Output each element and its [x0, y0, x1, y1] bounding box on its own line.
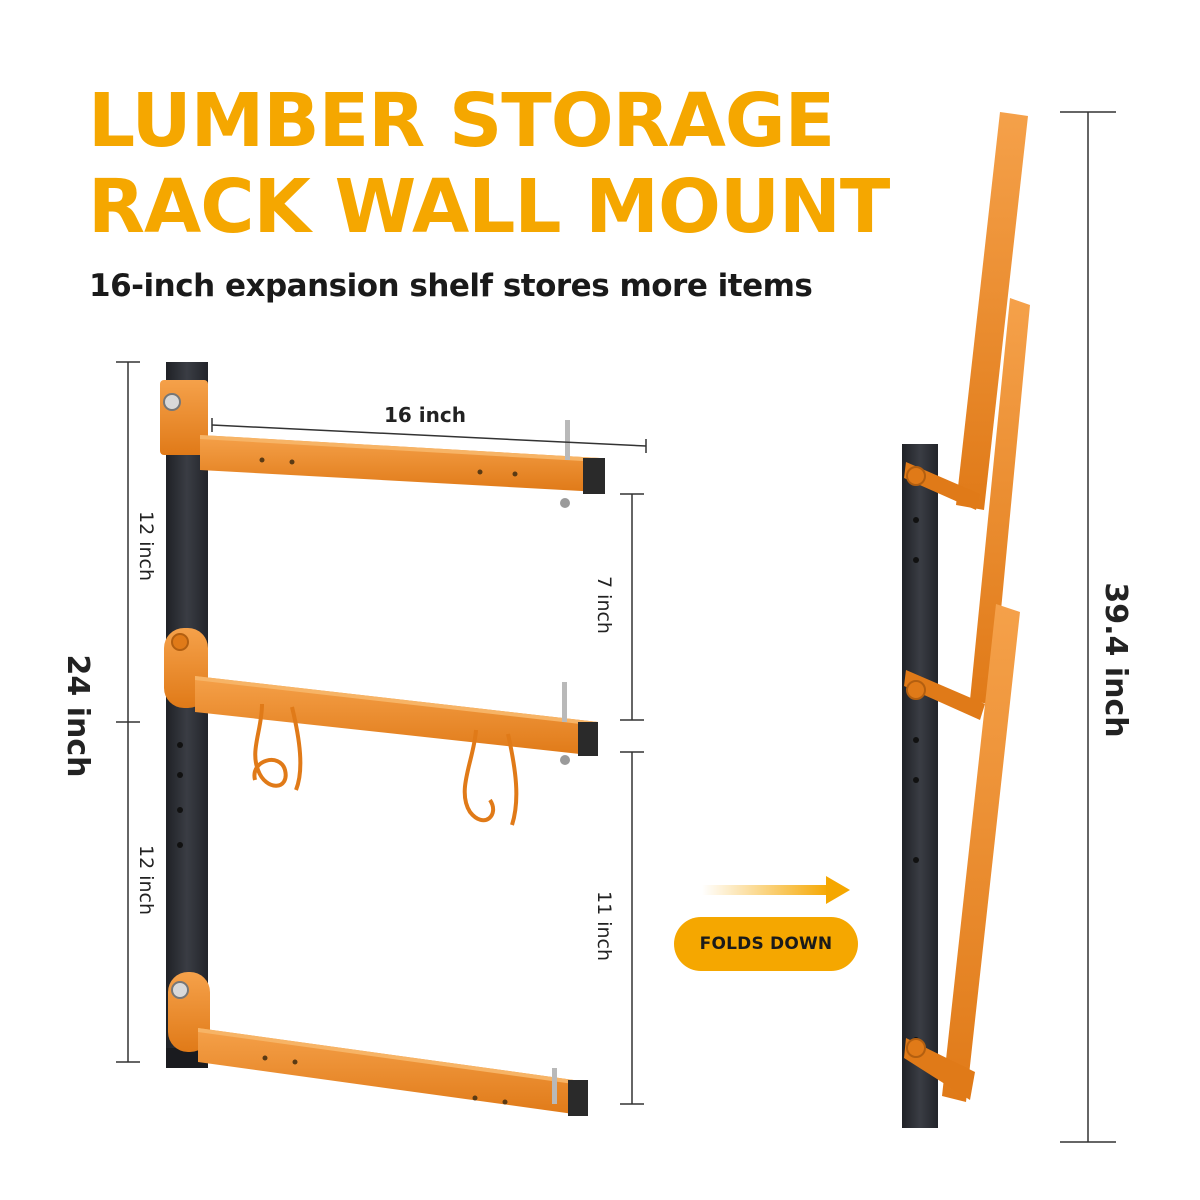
folds-down-badge: FOLDS DOWN [674, 917, 858, 971]
upper-segment-label: 12 inch [135, 511, 157, 581]
bottom-arm [168, 972, 588, 1116]
upper-gap-label: 7 inch [593, 576, 615, 634]
title-line-1: LUMBER STORAGE [88, 78, 835, 164]
folded-wall-post [902, 444, 938, 1128]
hook-icon [252, 703, 288, 788]
title-line-2: RACK WALL MOUNT [88, 164, 890, 250]
bolt-icon [163, 393, 181, 411]
dimension-lines [116, 361, 647, 1105]
middle-arm [164, 628, 598, 826]
fold-arrow-icon [702, 876, 850, 904]
post-holes [177, 742, 183, 848]
subtitle: 16-inch expansion shelf stores more item… [89, 268, 813, 304]
folded-rack: 39.4 inch [902, 111, 1133, 1143]
total-height-label: 24 inch [60, 655, 95, 778]
page-title: LUMBER STORAGE RACK WALL MOUNT [88, 78, 890, 250]
expanded-rack: 24 inch 12 inch 12 inch 16 inch 7 inch 1… [60, 361, 647, 1116]
arm-length-label: 16 inch [384, 403, 466, 427]
wall-post [166, 362, 208, 1066]
top-arm [160, 380, 605, 508]
hook-icon [462, 729, 496, 823]
folded-height-label: 39.4 inch [1098, 582, 1133, 737]
lower-segment-label: 12 inch [135, 845, 157, 915]
lower-gap-label: 11 inch [593, 891, 615, 961]
